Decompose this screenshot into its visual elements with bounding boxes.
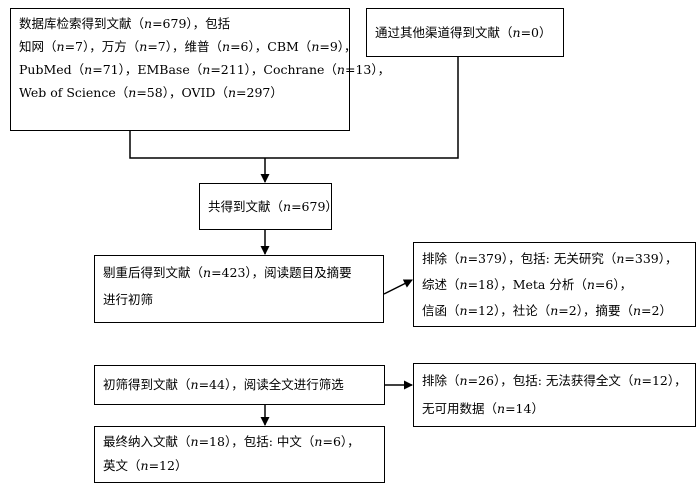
text-segment: 英文（ bbox=[103, 458, 141, 473]
box-line: PubMed（n=71），EMBase（n=211），Cochrane（n=13… bbox=[19, 58, 390, 81]
variable-n: n bbox=[632, 303, 642, 318]
text-segment: 初筛得到文献（ bbox=[103, 377, 191, 392]
text-segment: =339）， bbox=[624, 251, 678, 266]
text-segment: =679），包括 bbox=[152, 16, 231, 31]
text-segment: =58），OVID（ bbox=[136, 85, 228, 100]
text-segment: =14） bbox=[505, 401, 544, 416]
text-segment: 剔重后得到文献（ bbox=[103, 265, 204, 280]
box-line: 通过其他渠道得到文献（n=0） bbox=[375, 12, 555, 53]
text-segment: =679） bbox=[291, 199, 338, 214]
variable-n: n bbox=[203, 265, 212, 280]
variable-n: n bbox=[84, 62, 93, 77]
text-segment: =9）， bbox=[319, 39, 357, 54]
text-segment: 数据库检索得到文献（ bbox=[19, 16, 145, 31]
box-line: 最终纳入文献（n=18），包括: 中文（n=6）， bbox=[103, 430, 376, 454]
text-segment: =211），Cochrane（ bbox=[210, 62, 337, 77]
variable-n: n bbox=[586, 277, 595, 292]
text-segment: 排除（ bbox=[422, 373, 460, 388]
variable-n: n bbox=[202, 62, 211, 77]
text-segment: =44），阅读全文进行筛选 bbox=[198, 377, 344, 392]
text-segment: =18），Meta 分析（ bbox=[467, 277, 587, 292]
final-included-box: 最终纳入文献（n=18），包括: 中文（n=6），英文（n=12） bbox=[94, 426, 385, 483]
variable-n: n bbox=[190, 377, 199, 392]
text-segment: Web of Science（ bbox=[19, 85, 129, 100]
database-search-box: 数据库检索得到文献（n=679），包括知网（n=7），万方（n=7），维普（n=… bbox=[10, 8, 390, 131]
box-line: 无可用数据（n=14） bbox=[422, 395, 687, 423]
total-records-box: 共得到文献（n=679） bbox=[199, 183, 338, 230]
text-segment: =423），阅读题目及摘要 bbox=[211, 265, 352, 280]
box-line: Web of Science（n=58），OVID（n=297） bbox=[19, 81, 341, 104]
variable-n: n bbox=[459, 277, 468, 292]
box-line: 初筛得到文献（n=44），阅读全文进行筛选 bbox=[103, 369, 376, 401]
variable-n: n bbox=[459, 251, 468, 266]
other-sources-box: 通过其他渠道得到文献（n=0） bbox=[366, 8, 564, 57]
text-segment: =297） bbox=[236, 85, 283, 100]
text-segment: =7），万方（ bbox=[64, 39, 140, 54]
arrow-to-exclude1 bbox=[383, 279, 413, 295]
box-line: 知网（n=7），万方（n=7），维普（n=6），CBM（n=9）， bbox=[19, 35, 357, 58]
text-segment: 无可用数据（ bbox=[422, 401, 498, 416]
variable-n: n bbox=[336, 62, 345, 77]
box-line: 英文（n=12） bbox=[103, 454, 376, 478]
text-segment: =0） bbox=[520, 25, 552, 40]
excluded-title-abstract-box: 排除（n=379），包括: 无关研究（n=339），综述（n=18），Meta … bbox=[413, 242, 696, 327]
text-segment: =12）， bbox=[641, 373, 687, 388]
variable-n: n bbox=[512, 25, 521, 40]
variable-n: n bbox=[222, 39, 231, 54]
variable-n: n bbox=[227, 85, 237, 100]
text-segment: =13）， bbox=[344, 62, 391, 77]
variable-n: n bbox=[459, 303, 468, 318]
text-segment: 进行初筛 bbox=[103, 292, 154, 307]
excluded-fulltext-box: 排除（n=26），包括: 无法获得全文（n=12），无可用数据（n=14） bbox=[413, 363, 696, 427]
text-segment: 通过其他渠道得到文献（ bbox=[375, 25, 513, 40]
variable-n: n bbox=[633, 373, 642, 388]
variable-n: n bbox=[283, 199, 292, 214]
text-segment: =12） bbox=[148, 458, 188, 473]
box-line: 信函（n=12），社论（n=2），摘要（n=2） bbox=[422, 298, 687, 324]
text-segment: =2），摘要（ bbox=[558, 303, 633, 318]
box-line: 数据库检索得到文献（n=679），包括 bbox=[19, 12, 341, 35]
variable-n: n bbox=[144, 16, 153, 31]
box-line: 综述（n=18），Meta 分析（n=6）， bbox=[422, 272, 687, 298]
box-line: 排除（n=26），包括: 无法获得全文（n=12）， bbox=[422, 367, 687, 395]
text-segment: 知网（ bbox=[19, 39, 57, 54]
text-segment: =6）， bbox=[322, 434, 360, 449]
box-line: 排除（n=379），包括: 无关研究（n=339）， bbox=[422, 246, 687, 272]
fulltext-screening-box: 初筛得到文献（n=44），阅读全文进行筛选 bbox=[94, 365, 385, 405]
variable-n: n bbox=[550, 303, 559, 318]
text-segment: 排除（ bbox=[422, 251, 460, 266]
text-segment: =379），包括: 无关研究（ bbox=[467, 251, 617, 266]
text-segment: 最终纳入文献（ bbox=[103, 434, 191, 449]
merge-connector bbox=[129, 57, 459, 159]
text-segment: =7），维普（ bbox=[147, 39, 223, 54]
text-segment: =71），EMBase（ bbox=[92, 62, 203, 77]
text-segment: 信函（ bbox=[422, 303, 460, 318]
variable-n: n bbox=[140, 458, 149, 473]
text-segment: 综述（ bbox=[422, 277, 460, 292]
variable-n: n bbox=[190, 434, 199, 449]
text-segment: =6）， bbox=[594, 277, 633, 292]
text-segment: =12），社论（ bbox=[467, 303, 551, 318]
text-segment: =2） bbox=[641, 303, 672, 318]
variable-n: n bbox=[497, 401, 506, 416]
deduplicated-screening-box: 剔重后得到文献（n=423），阅读题目及摘要进行初筛 bbox=[94, 255, 384, 323]
variable-n: n bbox=[459, 373, 468, 388]
text-segment: 共得到文献（ bbox=[208, 199, 284, 214]
variable-n: n bbox=[56, 39, 65, 54]
variable-n: n bbox=[128, 85, 137, 100]
text-segment: PubMed（ bbox=[19, 62, 85, 77]
box-line: 共得到文献（n=679） bbox=[208, 187, 338, 226]
variable-n: n bbox=[311, 39, 320, 54]
text-segment: =18），包括: 中文（ bbox=[198, 434, 315, 449]
box-line: 进行初筛 bbox=[103, 286, 375, 313]
variable-n: n bbox=[616, 251, 625, 266]
variable-n: n bbox=[139, 39, 148, 54]
text-segment: =26），包括: 无法获得全文（ bbox=[467, 373, 634, 388]
text-segment: =6），CBM（ bbox=[230, 39, 312, 54]
variable-n: n bbox=[314, 434, 323, 449]
box-line: 剔重后得到文献（n=423），阅读题目及摘要 bbox=[103, 259, 375, 286]
